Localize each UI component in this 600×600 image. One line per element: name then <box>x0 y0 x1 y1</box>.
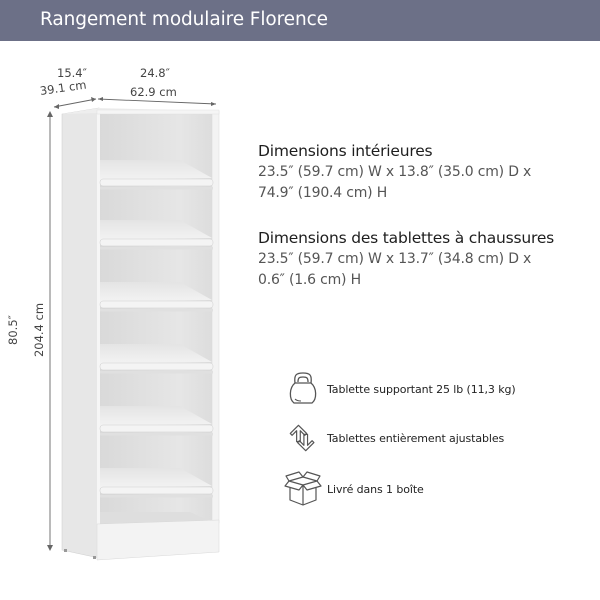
open-box-icon <box>284 471 322 506</box>
bookcase-illustration <box>47 97 220 561</box>
depth-dimension-arrow <box>53 97 97 109</box>
interior-dimensions-spec: Dimensions intérieures 23.5″ (59.7 cm) W… <box>258 140 531 204</box>
base-plinth <box>96 519 220 561</box>
spec-title: Dimensions intérieures <box>258 142 433 160</box>
height-dimension-arrow <box>47 111 53 551</box>
depth-inches-label: 15.4″ <box>57 66 87 80</box>
shelf <box>99 160 214 190</box>
feature-label: Tablette supportant 25 lb (11,3 kg) <box>327 382 516 396</box>
feature-delivery-box: Livré dans 1 boîte <box>283 467 424 511</box>
spec-line: 23.5″ (59.7 cm) W x 13.7″ (34.8 cm) D x <box>258 251 532 267</box>
shoe-shelf-dimensions-spec: Dimensions des tablettes à chaussures 23… <box>258 227 554 291</box>
shelf <box>99 406 214 436</box>
width-cm-label: 62.9 cm <box>130 85 177 99</box>
kettlebell-icon <box>289 372 317 404</box>
height-inches-label: 80.5″ <box>5 315 20 345</box>
height-cm-label: 204.4 cm <box>32 302 47 358</box>
feature-label: Livré dans 1 boîte <box>327 482 424 496</box>
page-title: Rangement modulaire Florence <box>40 9 328 30</box>
width-dimension-arrow <box>97 97 217 106</box>
spec-title: Dimensions des tablettes à chaussures <box>258 229 555 247</box>
spec-line: 23.5″ (59.7 cm) W x 13.8″ (35.0 cm) D x <box>258 164 532 180</box>
feature-label: Tablettes entièrement ajustables <box>327 431 505 445</box>
shelf <box>99 220 214 250</box>
shelf <box>99 344 214 374</box>
width-inches-label: 24.8″ <box>140 66 170 80</box>
spec-line: 74.9″ (190.4 cm) H <box>258 185 388 201</box>
side-panel <box>61 107 100 559</box>
feature-weight-capacity: Tablette supportant 25 lb (11,3 kg) <box>283 367 516 411</box>
spec-line: 0.6″ (1.6 cm) H <box>258 272 361 288</box>
up-down-arrows-icon <box>289 424 315 452</box>
feature-adjustable-shelves: Tablettes entièrement ajustables <box>283 416 504 460</box>
shelf <box>99 282 214 312</box>
shelf <box>99 468 214 498</box>
header-banner: Rangement modulaire Florence <box>0 0 600 41</box>
